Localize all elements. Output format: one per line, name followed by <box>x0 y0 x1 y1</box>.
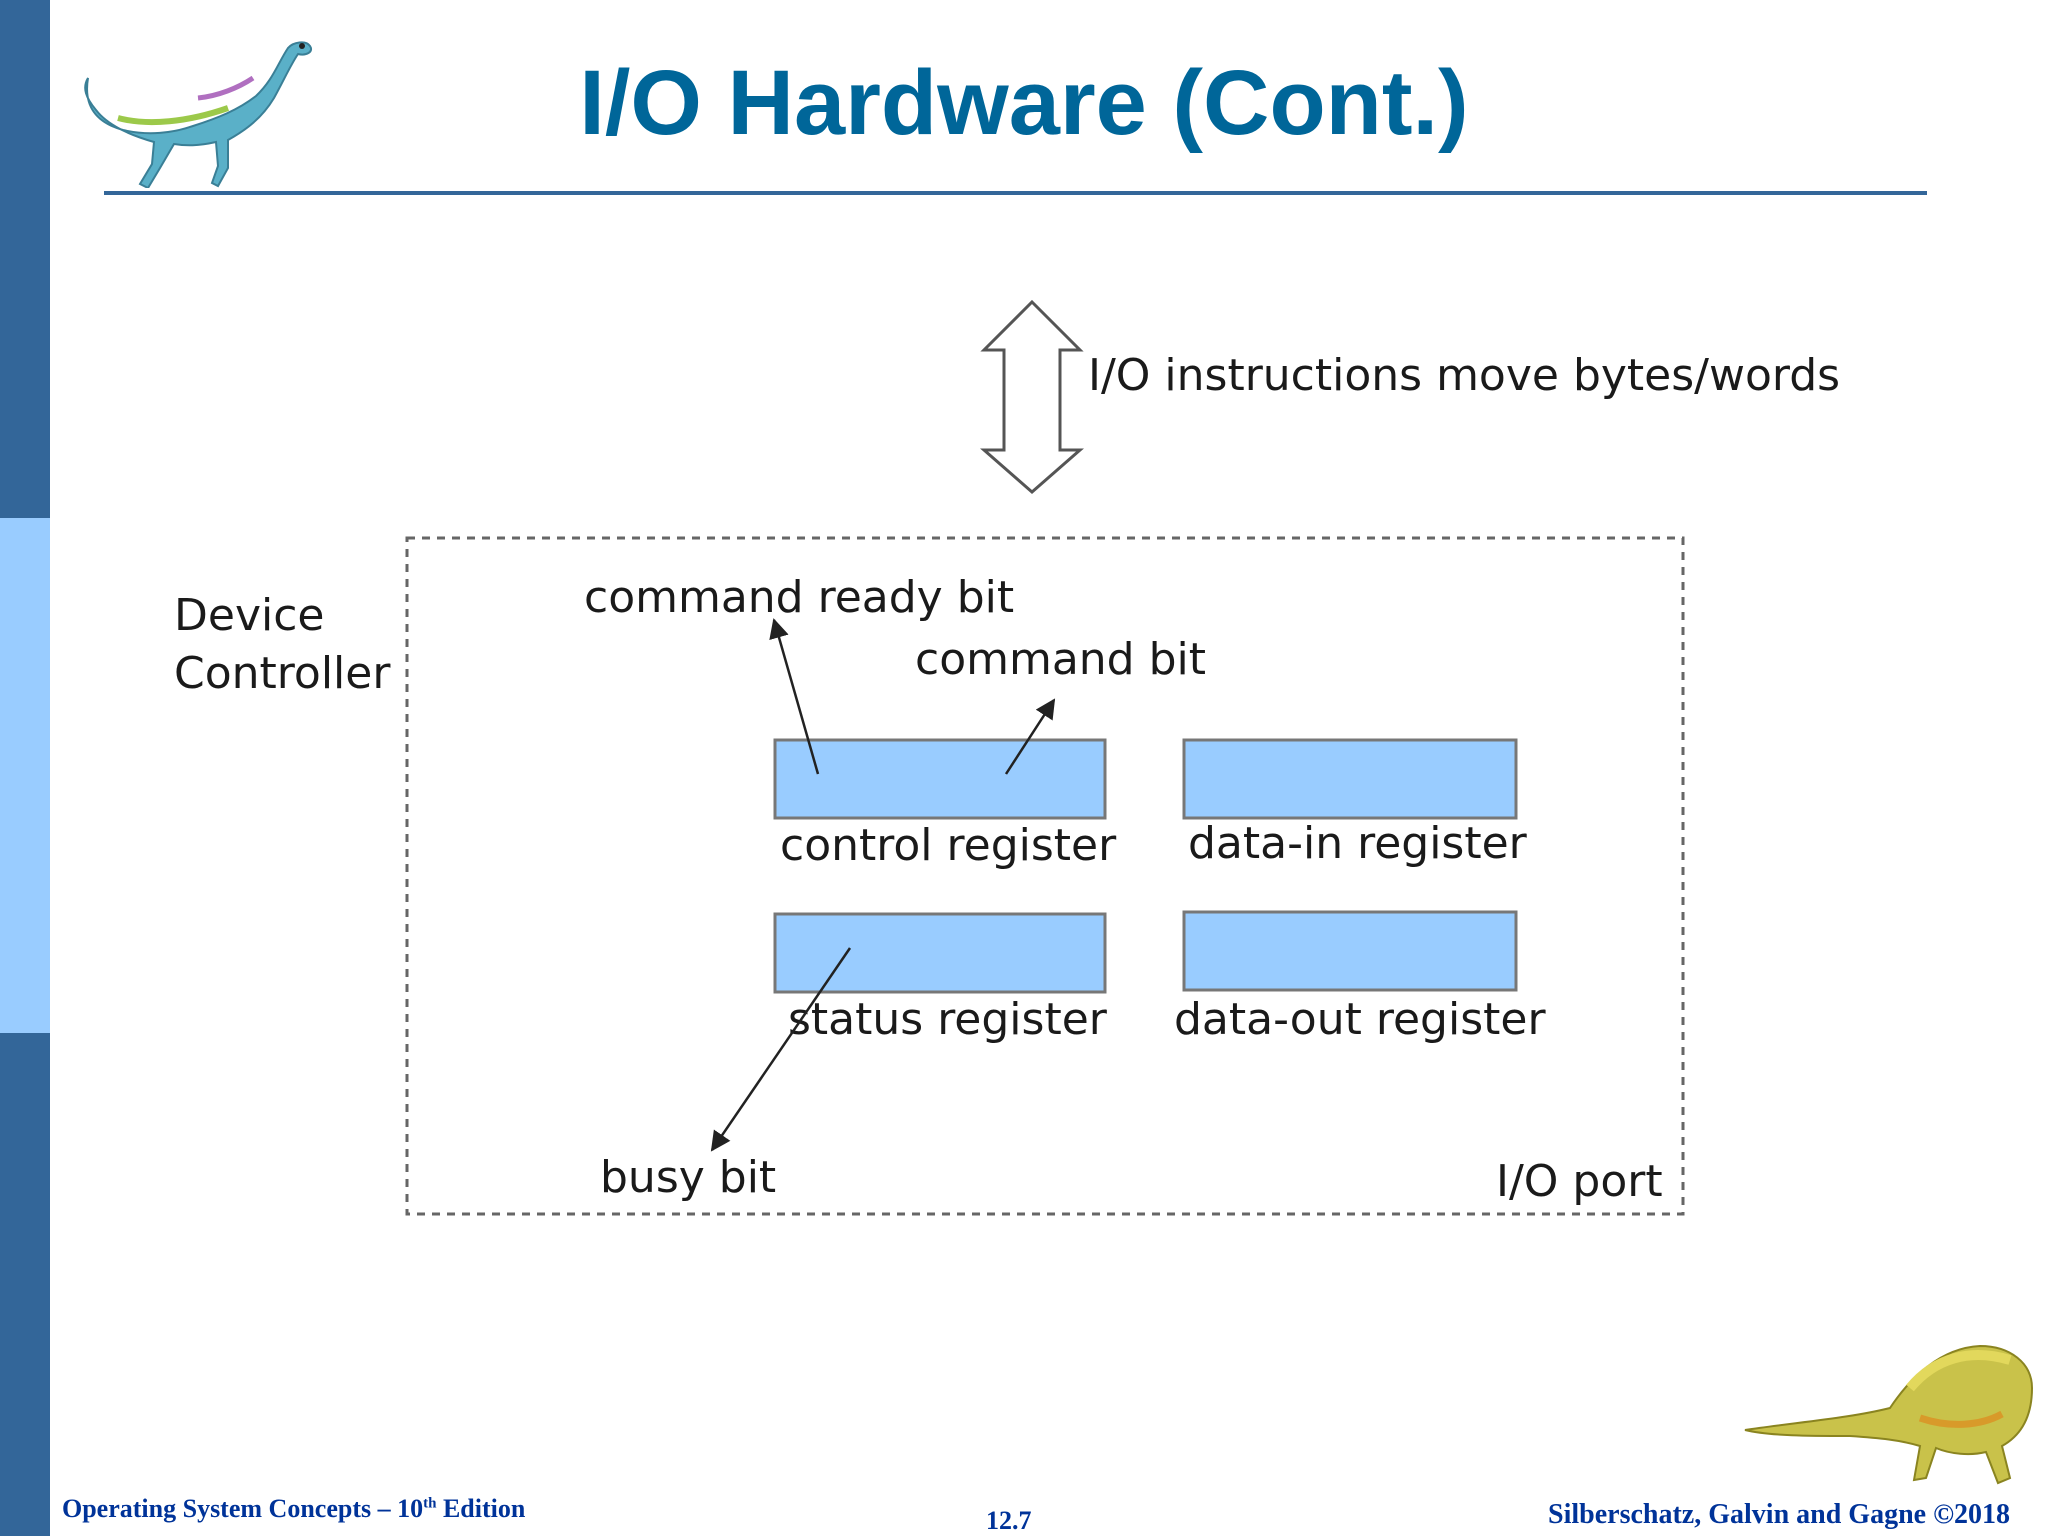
dinosaur-logo-top <box>84 41 312 188</box>
command-bit-arrow <box>1004 698 1056 775</box>
footer-book-title-prefix: Operating System Concepts – 10 <box>62 1494 424 1523</box>
control-register-label: control register <box>780 820 1117 871</box>
busy-bit-arrow <box>710 947 852 1152</box>
footer-book-title: Operating System Concepts – 10th Edition <box>62 1494 525 1524</box>
footer-book-title-suffix: Edition <box>436 1494 526 1523</box>
command-bit-label: command bit <box>915 634 1206 685</box>
io-port-label: I/O port <box>1496 1156 1663 1207</box>
busy-bit-label: busy bit <box>600 1152 776 1203</box>
slide-title: I/O Hardware (Cont.) <box>579 52 1469 154</box>
data-out-register-label: data-out register <box>1174 994 1546 1045</box>
footer-copyright: Silberschatz, Galvin and Gagne ©2018 <box>1548 1499 2010 1530</box>
data-in-register-box <box>1182 738 1518 820</box>
dinosaur-logo-bottom <box>1744 1344 2034 1485</box>
device-controller-label-line2: Controller <box>174 648 391 699</box>
left-sidebar-stripe <box>0 0 50 1536</box>
status-register-label: status register <box>788 994 1108 1045</box>
title-underline <box>104 191 1927 195</box>
command-ready-bit-label: command ready bit <box>584 572 1014 623</box>
device-controller-label-line1: Device <box>174 590 324 641</box>
left-sidebar-highlight <box>0 518 50 1033</box>
data-out-register-box <box>1182 910 1518 992</box>
command-ready-bit-arrow <box>769 618 820 775</box>
io-instructions-label: I/O instructions move bytes/words <box>1088 350 1840 401</box>
footer-page-number: 12.7 <box>986 1506 1032 1535</box>
control-register-box <box>773 738 1107 820</box>
bidirectional-arrow-icon <box>980 299 1084 494</box>
device-controller-box <box>405 536 1685 1216</box>
status-register-box <box>773 912 1107 994</box>
data-in-register-label: data-in register <box>1188 818 1528 869</box>
footer-book-title-sup: th <box>423 1495 437 1512</box>
